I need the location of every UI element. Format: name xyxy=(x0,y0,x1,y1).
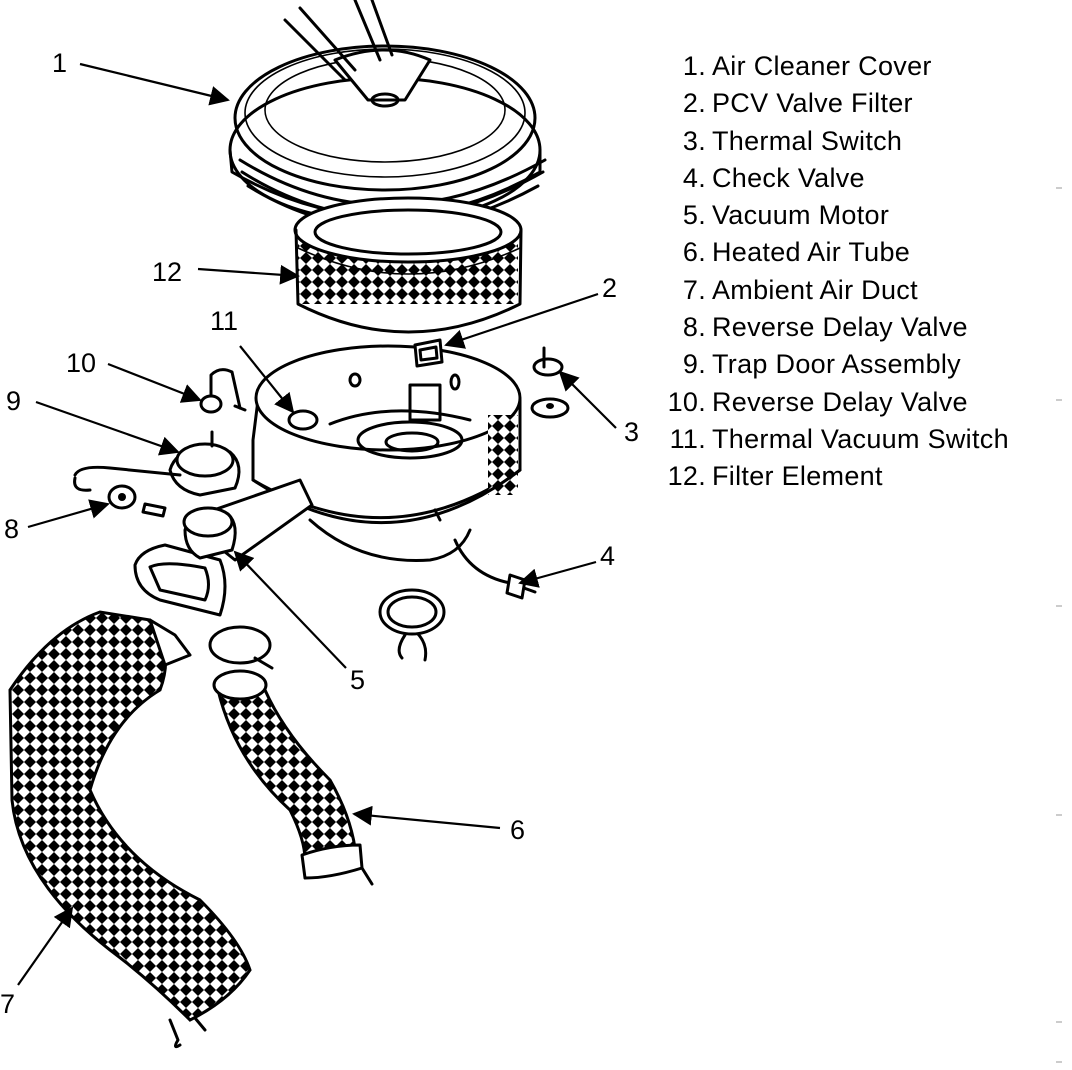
callout-7: 7 xyxy=(0,989,15,1019)
air-cleaner-cover xyxy=(228,0,547,230)
legend-label: Air Cleaner Cover xyxy=(712,51,932,81)
legend-label: Heated Air Tube xyxy=(712,237,911,268)
legend-label: Vacuum Motor xyxy=(712,200,890,231)
leader-11 xyxy=(239,345,295,414)
legend-item: 2.PCV Valve Filter xyxy=(652,85,1009,122)
legend-label: Ambient Air Duct xyxy=(712,274,918,305)
leader-1 xyxy=(79,62,230,106)
thermal-switch xyxy=(530,346,570,419)
legend-number: 5. xyxy=(682,200,706,231)
callout-12: 12 xyxy=(152,257,182,287)
legend-number: 3. xyxy=(682,125,706,156)
legend-item: 4.Check Valve xyxy=(652,160,1009,197)
legend-label: Trap Door Assembly xyxy=(712,349,961,380)
legend-label: Check Valve xyxy=(712,162,865,193)
legend-item: 10.Reverse Delay Valve xyxy=(652,384,1009,421)
pcv-valve-filter xyxy=(413,338,444,368)
callout-3: 3 xyxy=(624,417,639,447)
legend-number: 11. xyxy=(669,423,706,454)
legend-item: 9.Trap Door Assembly xyxy=(652,346,1009,383)
leader-7 xyxy=(17,906,74,986)
leader-9 xyxy=(35,400,180,456)
callout-2: 2 xyxy=(602,273,617,303)
legend-item: 8.Reverse Delay Valve xyxy=(652,309,1009,346)
leader-2 xyxy=(444,292,599,349)
heated-air-tube xyxy=(208,625,374,886)
legend-number: 12. xyxy=(667,461,706,492)
legend-item: 3.Thermal Switch xyxy=(652,123,1009,160)
legend-label: Filter Element xyxy=(712,461,883,492)
trap-door-assembly xyxy=(73,430,241,497)
legend-item: 11.Thermal Vacuum Switch xyxy=(652,421,1009,458)
legend-number: 8. xyxy=(682,312,706,343)
legend-number: 7. xyxy=(682,274,706,305)
legend-item: 7.Ambient Air Duct xyxy=(652,272,1009,309)
legend-label: Reverse Delay Valve xyxy=(712,312,968,343)
leader-6 xyxy=(352,805,501,830)
legend-number: 4. xyxy=(682,162,706,193)
vacuum-motor xyxy=(182,506,237,560)
legend-item: 1.Air Cleaner Cover xyxy=(652,48,1009,85)
legend-item: 5.Vacuum Motor xyxy=(652,197,1009,234)
legend-label: PCV Valve Filter xyxy=(712,88,913,119)
leader-8 xyxy=(27,499,110,529)
margin-marks xyxy=(1056,187,1062,1063)
callout-6: 6 xyxy=(510,815,525,845)
callout-numbers: 1 2 3 4 5 6 7 8 9 10 11 12 xyxy=(0,48,639,1019)
leader-12 xyxy=(197,264,300,285)
callout-8: 8 xyxy=(4,514,19,544)
filter-element xyxy=(293,196,523,334)
reverse-delay-valve-8 xyxy=(107,484,167,518)
legend-number: 6. xyxy=(682,237,706,268)
callout-10: 10 xyxy=(66,348,96,378)
callout-4: 4 xyxy=(600,541,615,571)
hose-clamp xyxy=(378,588,446,662)
callout-11: 11 xyxy=(210,306,238,336)
legend-number: 2. xyxy=(682,88,706,119)
legend-number: 10. xyxy=(667,386,706,417)
legend-number: 9. xyxy=(682,349,706,380)
leader-3 xyxy=(558,370,617,429)
legend-label: Thermal Switch xyxy=(712,125,903,156)
leader-lines xyxy=(17,62,617,986)
ambient-air-duct xyxy=(8,610,252,1049)
leader-5 xyxy=(233,550,347,669)
callout-9: 9 xyxy=(6,386,21,416)
callout-5: 5 xyxy=(350,665,365,695)
leader-10 xyxy=(107,362,202,403)
callout-1: 1 xyxy=(52,48,67,78)
legend-item: 6.Heated Air Tube xyxy=(652,234,1009,271)
legend-number: 1. xyxy=(682,51,706,81)
legend-label: Reverse Delay Valve xyxy=(712,386,968,417)
leader-4 xyxy=(518,560,597,588)
reverse-delay-valve-10 xyxy=(199,368,247,414)
legend-item: 12.Filter Element xyxy=(652,458,1009,495)
legend-label: Thermal Vacuum Switch xyxy=(712,423,1009,454)
parts-legend: 1.Air Cleaner Cover 2.PCV Valve Filter 3… xyxy=(652,48,1009,496)
